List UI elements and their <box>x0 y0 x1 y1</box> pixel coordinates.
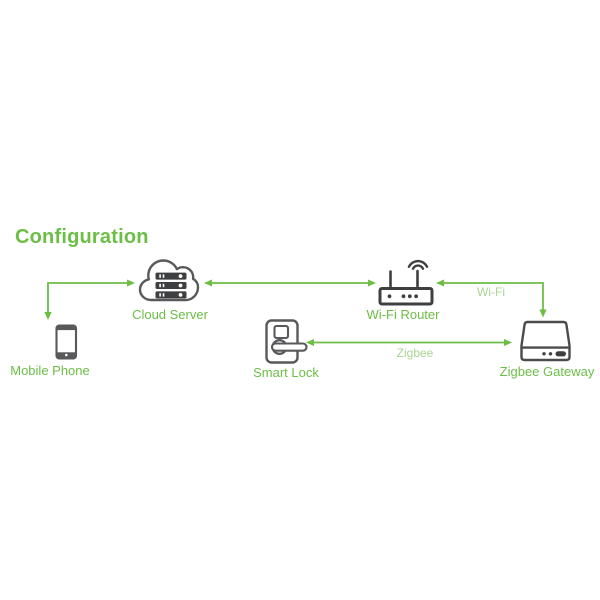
wifi-router-icon <box>378 259 434 306</box>
cloud-server-label: Cloud Server <box>132 307 208 322</box>
mobile-phone-icon <box>55 324 78 360</box>
cloud-server-icon <box>138 259 200 302</box>
arrow-router-gateway <box>436 279 547 318</box>
page-title: Configuration <box>15 226 149 248</box>
smart-lock-label: Smart Lock <box>253 365 319 380</box>
wifi-connection-label: Wi-Fi <box>477 285 505 299</box>
wifi-router-label: Wi-Fi Router <box>366 307 440 322</box>
zigbee-gateway-label: Zigbee Gateway <box>499 364 595 379</box>
server-rack <box>155 272 187 299</box>
arrow-lock-gateway <box>306 339 512 346</box>
arrow-phone-cloud <box>44 279 135 320</box>
smart-lock-icon <box>265 319 308 364</box>
zigbee-gateway-icon <box>520 320 571 362</box>
zigbee-connection-label: Zigbee <box>396 346 434 360</box>
mobile-phone-label: Mobile Phone <box>10 363 90 378</box>
arrow-cloud-router <box>204 279 376 287</box>
